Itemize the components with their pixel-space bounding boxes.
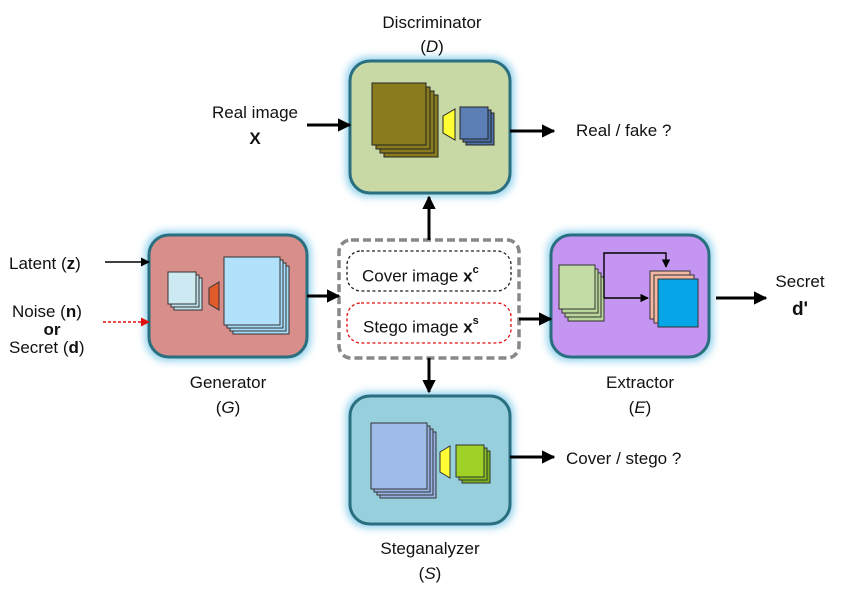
generator-symbol-letter: G — [221, 398, 235, 417]
real-image-var: X — [249, 129, 261, 148]
upsample-trapezoid — [208, 281, 220, 311]
generator-title: Generator — [189, 373, 267, 392]
stego-image-label: Stego image xs — [363, 315, 479, 337]
extractor-block — [547, 231, 713, 361]
secret-output-label: Secret — [775, 272, 825, 291]
steganalyzer-block — [346, 392, 514, 528]
extractor-symbol-letter: E — [634, 398, 646, 417]
secret-input-label: Secret (d) — [9, 338, 85, 357]
generator-symbol: (G) — [215, 398, 241, 417]
extractor-output-stack — [649, 270, 699, 328]
discriminator-title: Discriminator — [382, 13, 482, 32]
cover-stego-label: Cover / stego ? — [566, 449, 682, 468]
filter-trapezoid — [442, 108, 456, 141]
discriminator-symbol: (D) — [420, 37, 444, 56]
generated-map-stack — [223, 256, 290, 335]
latent-label: Latent (z) — [9, 254, 81, 273]
steganalyzer-symbol: (S) — [418, 564, 442, 583]
steganalyzer-map-stack — [370, 422, 437, 499]
steganalyzer-output-stack — [455, 444, 491, 484]
latent-map-stack — [167, 271, 203, 311]
image-frame — [337, 238, 521, 360]
steganalyzer-symbol-letter: S — [424, 564, 436, 583]
steganalyzer-title: Steganalyzer — [380, 539, 480, 558]
discriminator-block — [346, 57, 514, 197]
or-label: or — [43, 320, 61, 339]
stego-image-box — [346, 302, 512, 344]
cover-image-box — [346, 250, 512, 292]
secret-output-var: d' — [791, 299, 809, 320]
feature-map-stack — [371, 82, 439, 158]
noise-label: Noise (n) — [12, 302, 82, 321]
extractor-title: Extractor — [605, 373, 675, 392]
real-fake-label: Real / fake ? — [576, 121, 672, 140]
extractor-symbol: (E) — [628, 398, 652, 417]
discriminator-symbol-letter: D — [425, 37, 439, 56]
skip-connection-arrow — [603, 252, 671, 298]
generator-block — [145, 231, 311, 361]
cover-image-label: Cover image xc — [362, 264, 479, 286]
output-map-stack — [459, 106, 495, 146]
real-image-label: Real image — [212, 103, 298, 122]
filter-trapezoid — [439, 445, 451, 479]
extractor-input-stack — [558, 264, 605, 322]
